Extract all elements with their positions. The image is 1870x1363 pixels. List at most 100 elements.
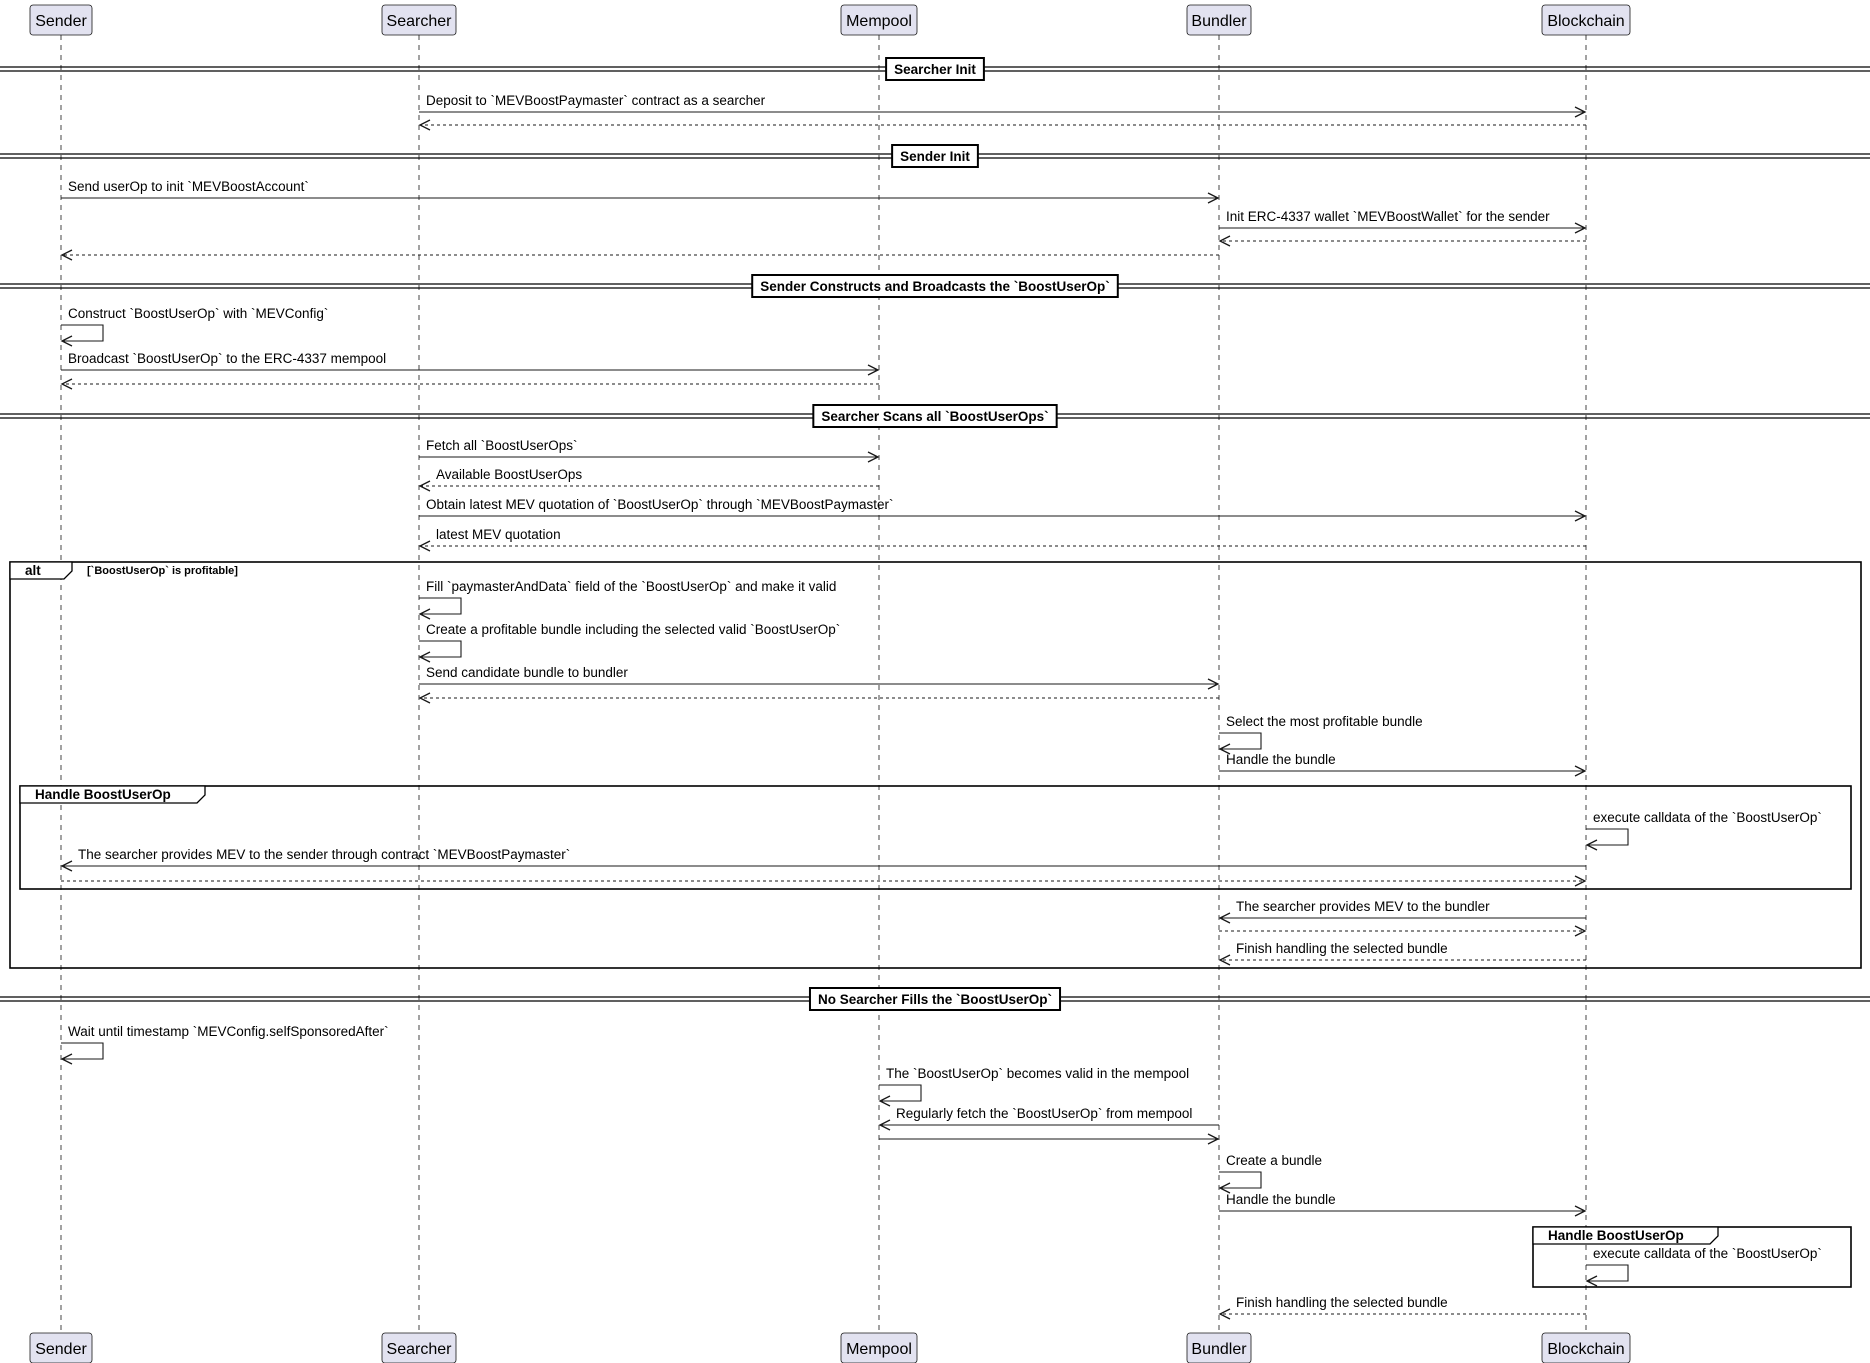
arrowhead: [1574, 1205, 1587, 1217]
message-label: Broadcast `BoostUserOp` to the ERC-4337 …: [68, 351, 386, 366]
divider-label: Sender Init: [900, 149, 970, 164]
message-1: Deposit to `MEVBoostPaymaster` contract …: [419, 93, 1587, 118]
participant-box: [1186, 1332, 1252, 1363]
arrowhead: [1574, 925, 1587, 937]
message-5: [1218, 235, 1586, 247]
message-label: Create a bundle: [1226, 1153, 1322, 1168]
message-7: Construct `BoostUserOp` with `MEVConfig`: [60, 306, 328, 347]
participant-label: Sender: [35, 13, 87, 30]
participant-box: [1541, 4, 1631, 36]
frame-handle-boostuserop: Handle BoostUserOp: [19, 785, 1852, 890]
message-line: [419, 640, 462, 658]
message-label: Fetch all `BoostUserOps`: [426, 438, 578, 453]
message-26: Wait until timestamp `MEVConfig.selfSpon…: [60, 1024, 389, 1065]
participant-sender-bottom: Sender: [29, 1332, 93, 1363]
participant-bundler-top: Bundler: [1186, 4, 1252, 36]
message-16: Send candidate bundle to bundler: [419, 665, 1220, 690]
message-12: Obtain latest MEV quotation of `BoostUse…: [419, 497, 1587, 522]
arrowhead: [867, 364, 880, 376]
message-24: [1219, 925, 1587, 937]
message-label: The searcher provides MEV to the bundler: [1236, 899, 1490, 914]
arrowhead: [1574, 510, 1587, 522]
section-divider-sender-init: Sender Init: [0, 144, 1870, 168]
message-label: Handle the bundle: [1226, 752, 1336, 767]
divider-label: Searcher Scans all `BoostUserOps`: [821, 409, 1048, 424]
arrowhead: [867, 451, 880, 463]
participant-label: Mempool: [846, 1341, 912, 1358]
message-line: [1586, 1264, 1629, 1282]
arrowhead: [1218, 1182, 1231, 1194]
message-label: Select the most profitable bundle: [1226, 714, 1423, 729]
section-divider-no-searcher-fills-the-boostuserop: No Searcher Fills the `BoostUserOp`: [0, 987, 1870, 1011]
message-27: The `BoostUserOp` becomes valid in the m…: [878, 1066, 1189, 1107]
participant-label: Bundler: [1191, 13, 1247, 30]
participant-box: [840, 4, 918, 36]
divider-box: [891, 144, 979, 168]
arrowhead: [60, 335, 73, 347]
message-label: Wait until timestamp `MEVConfig.selfSpon…: [68, 1024, 389, 1039]
divider-box: [812, 404, 1058, 428]
divider-label: Searcher Init: [894, 62, 976, 77]
divider-box: [885, 57, 985, 81]
frame-tab: [9, 561, 73, 580]
message-33: Finish handling the selected bundle: [1218, 1295, 1586, 1320]
message-10: Fetch all `BoostUserOps`: [419, 438, 880, 463]
message-label: Fill `paymasterAndData` field of the `Bo…: [426, 579, 836, 594]
message-label: Construct `BoostUserOp` with `MEVConfig`: [68, 306, 328, 321]
participant-label: Bundler: [1191, 1341, 1247, 1358]
message-label: execute calldata of the `BoostUserOp`: [1593, 1246, 1822, 1261]
participant-box: [29, 4, 93, 36]
message-31: Handle the bundle: [1219, 1192, 1587, 1217]
participant-box: [1186, 4, 1252, 36]
arrowhead: [60, 1053, 73, 1065]
message-9: [60, 378, 879, 390]
participant-label: Blockchain: [1547, 1341, 1624, 1358]
frame-title: alt: [25, 563, 41, 578]
arrowhead: [1207, 678, 1220, 690]
arrowhead: [60, 249, 73, 261]
divider-label: Sender Constructs and Broadcasts the `Bo…: [760, 279, 1110, 294]
message-line: [419, 597, 462, 615]
arrowhead: [1218, 912, 1231, 924]
participant-searcher-bottom: Searcher: [381, 1332, 457, 1363]
message-line: [879, 1084, 922, 1102]
message-label: The searcher provides MEV to the sender …: [78, 847, 570, 862]
message-label: Available BoostUserOps: [436, 467, 582, 482]
message-25: Finish handling the selected bundle: [1218, 941, 1586, 966]
message-17: [418, 692, 1219, 704]
message-label: Create a profitable bundle including the…: [426, 622, 840, 637]
divider-box: [751, 274, 1119, 298]
participant-mempool-bottom: Mempool: [840, 1332, 918, 1363]
participant-searcher-top: Searcher: [381, 4, 457, 36]
frame-handle-boostuserop: Handle BoostUserOp: [1532, 1226, 1852, 1288]
section-divider-searcher-scans-all-boostuserops: Searcher Scans all `BoostUserOps`: [0, 404, 1870, 428]
arrowhead: [1574, 222, 1587, 234]
message-3: Send userOp to init `MEVBoostAccount`: [61, 179, 1220, 204]
message-line: [61, 324, 104, 342]
message-28: Regularly fetch the `BoostUserOp` from m…: [878, 1106, 1219, 1131]
message-line: [1219, 1171, 1262, 1189]
arrowhead: [1218, 743, 1231, 755]
arrowhead: [878, 1095, 891, 1107]
arrowhead: [418, 692, 431, 704]
message-label: Handle the bundle: [1226, 1192, 1336, 1207]
arrowhead: [1207, 1133, 1220, 1145]
message-32: execute calldata of the `BoostUserOp`: [1585, 1246, 1822, 1287]
message-label: Obtain latest MEV quotation of `BoostUse…: [426, 497, 893, 512]
frame-tab: [19, 785, 206, 804]
participant-bundler-bottom: Bundler: [1186, 1332, 1252, 1363]
message-line: [1219, 732, 1262, 750]
frame-title: Handle BoostUserOp: [1548, 1228, 1684, 1243]
participant-blockchain-bottom: Blockchain: [1541, 1332, 1631, 1363]
frame-title: Handle BoostUserOp: [35, 787, 171, 802]
message-label: The `BoostUserOp` becomes valid in the m…: [886, 1066, 1189, 1081]
message-label: Send userOp to init `MEVBoostAccount`: [68, 179, 309, 194]
message-label: latest MEV quotation: [436, 527, 561, 542]
message-6: [60, 249, 1219, 261]
message-label: Init ERC-4337 wallet `MEVBoostWallet` fo…: [1226, 209, 1550, 224]
arrowhead: [878, 1119, 891, 1131]
message-19: Handle the bundle: [1219, 752, 1587, 777]
frame-guard: [`BoostUserOp` is profitable]: [87, 565, 238, 577]
message-line: [1586, 828, 1629, 846]
